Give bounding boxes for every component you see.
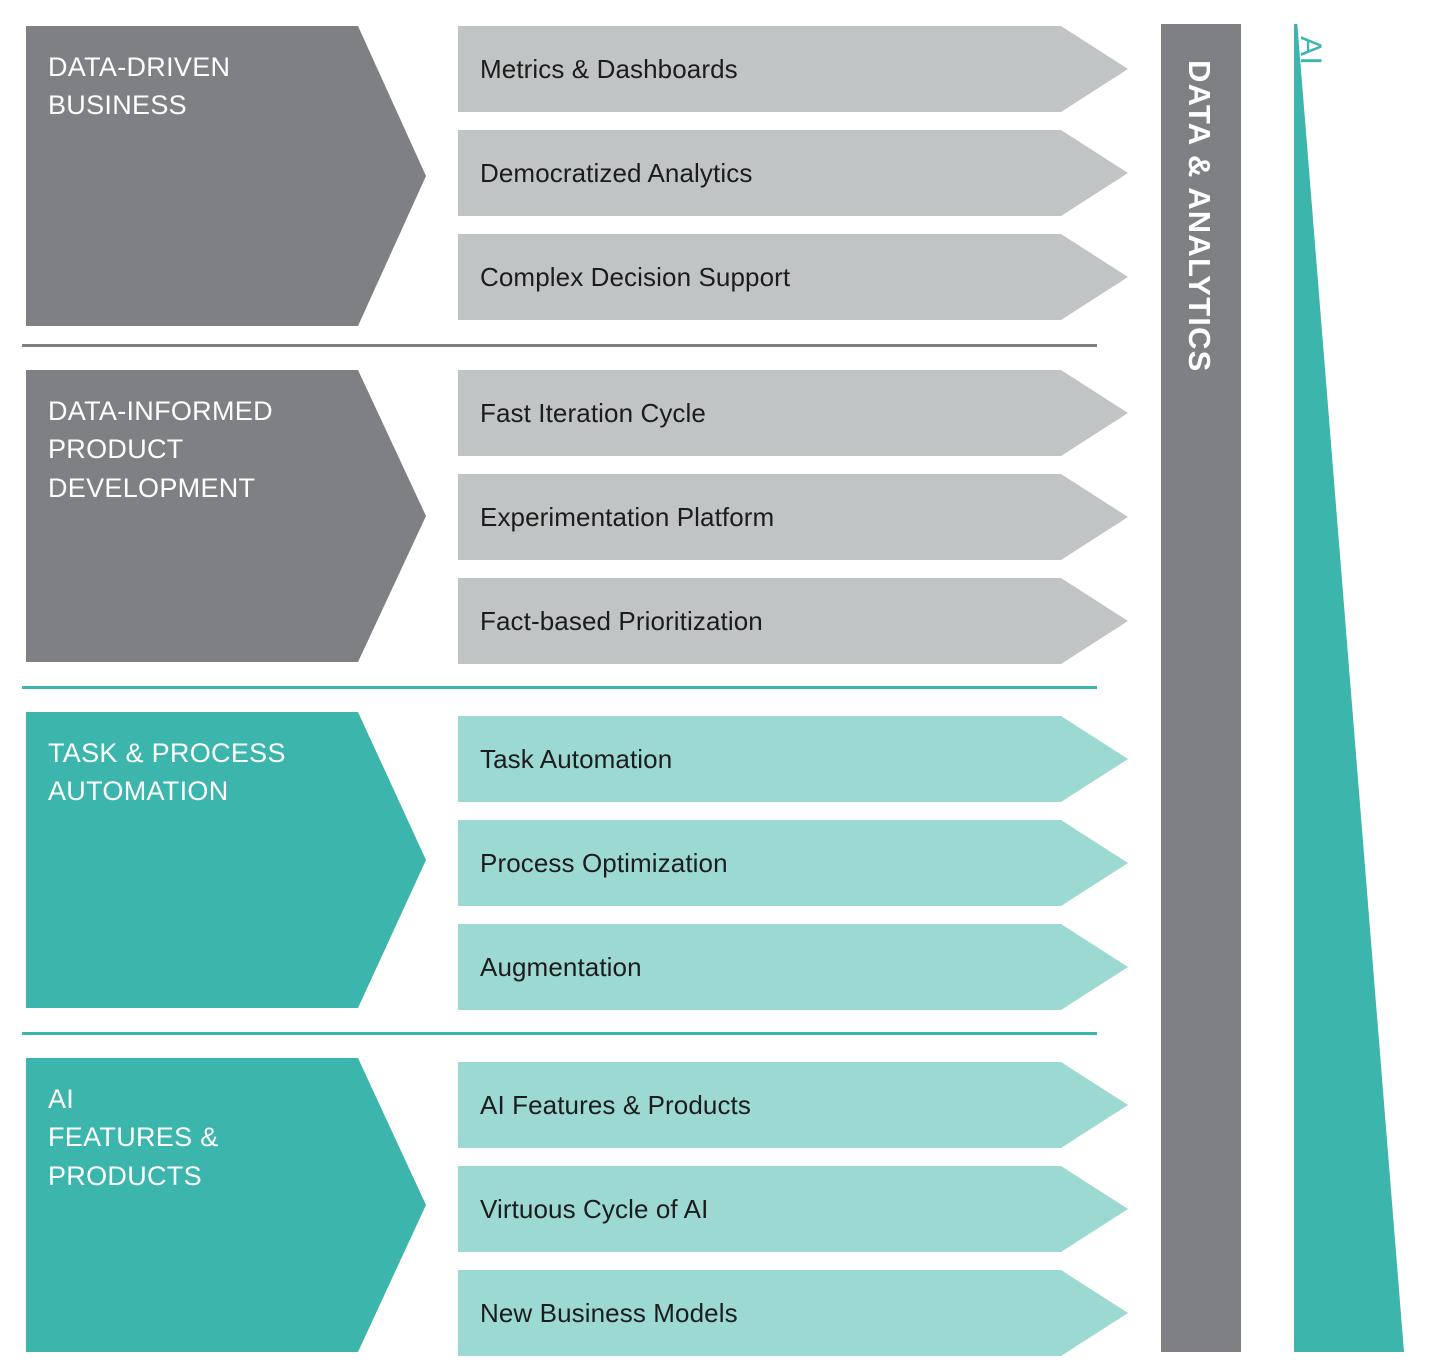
group-item-chevron[interactable]: Fast Iteration Cycle [458,370,1128,456]
group-item-label: Virtuous Cycle of AI [480,1193,709,1224]
group-item-label: Fact-based Prioritization [480,605,763,636]
group-item-label: Process Optimization [480,847,728,878]
group-divider [22,1032,1097,1035]
group-header-label: TASK & PROCESS AUTOMATION [48,738,286,807]
group-item-chevron[interactable]: Democratized Analytics [458,130,1128,216]
ai-wedge-label: AI [1294,36,1327,66]
group-item-chevron[interactable]: Complex Decision Support [458,234,1128,320]
group-header-chevron[interactable]: TASK & PROCESS AUTOMATION [26,712,426,1008]
group-item-label: Augmentation [480,951,642,982]
group-header-chevron[interactable]: DATA-INFORMED PRODUCT DEVELOPMENT [26,370,426,662]
group-item-label: Experimentation Platform [480,501,775,532]
group-item-chevron[interactable]: Virtuous Cycle of AI [458,1166,1128,1252]
data-analytics-label: DATA & ANALYTICS [1182,60,1217,373]
group-item-chevron[interactable]: Experimentation Platform [458,474,1128,560]
group-item-chevron[interactable]: Fact-based Prioritization [458,578,1128,664]
group-header-label: DATA-INFORMED PRODUCT DEVELOPMENT [48,396,273,503]
group-header-label: AI FEATURES & PRODUCTS [48,1084,219,1191]
group-header-chevron[interactable]: AI FEATURES & PRODUCTS [26,1058,426,1352]
group-header-chevron[interactable]: DATA-DRIVEN BUSINESS [26,26,426,326]
group-item-chevron[interactable]: Metrics & Dashboards [458,26,1128,112]
group-item-label: Fast Iteration Cycle [480,397,706,428]
group-item-chevron[interactable]: AI Features & Products [458,1062,1128,1148]
group-divider [22,344,1097,347]
group-item-label: AI Features & Products [480,1089,751,1120]
data-analytics-bar: DATA & ANALYTICS [1161,24,1241,1352]
ai-wedge [1294,24,1404,1352]
group-divider [22,686,1097,689]
group-item-label: Democratized Analytics [480,157,753,188]
group-header-label: DATA-DRIVEN BUSINESS [48,52,231,121]
group-item-chevron[interactable]: Task Automation [458,716,1128,802]
group-item-chevron[interactable]: New Business Models [458,1270,1128,1356]
group-item-chevron[interactable]: Process Optimization [458,820,1128,906]
group-item-chevron[interactable]: Augmentation [458,924,1128,1010]
group-item-label: Complex Decision Support [480,261,791,292]
group-item-label: Task Automation [480,743,673,774]
group-item-label: New Business Models [480,1297,738,1328]
group-item-label: Metrics & Dashboards [480,53,738,84]
